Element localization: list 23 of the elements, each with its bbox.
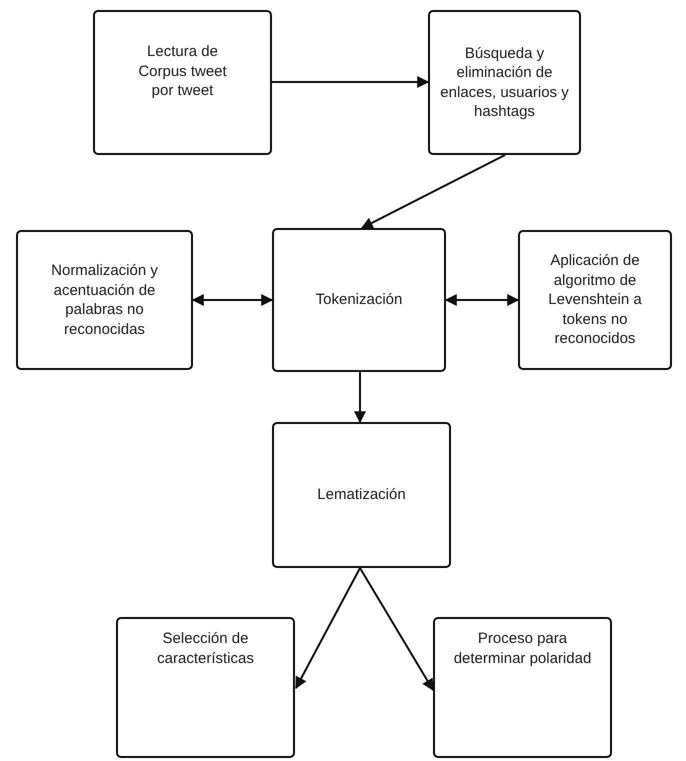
arrow: [360, 154, 506, 229]
box-label: Aplicación de algoritmo de Levenshtein a tokens no reconocidos: [547, 251, 643, 349]
arrow: [354, 372, 366, 424]
arrow: [192, 294, 274, 306]
process-box: [116, 617, 295, 758]
box-label: Tokenización: [316, 290, 402, 310]
process-box: [518, 230, 672, 370]
process-box: [93, 10, 272, 155]
process-box: [16, 230, 193, 370]
box-label: Lectura de Corpus tweet por tweet: [137, 42, 228, 100]
box-label: Normalización y acentuación de palabras no reconocidas: [50, 261, 159, 339]
box-label: Selección de características: [156, 629, 255, 668]
arrow: [444, 294, 520, 306]
process-box: [272, 228, 446, 372]
process-box: [428, 10, 581, 155]
box-label: Lematización: [317, 485, 406, 505]
process-box: [433, 617, 612, 758]
arrow: [359, 567, 434, 692]
arrow: [272, 76, 430, 88]
box-label: Proceso para determinar polaridad: [452, 629, 592, 668]
box-label: Búsqueda y eliminación de enlaces, usuarios y hashtags: [439, 44, 570, 122]
process-box: [272, 422, 451, 568]
arrow: [295, 568, 361, 690]
